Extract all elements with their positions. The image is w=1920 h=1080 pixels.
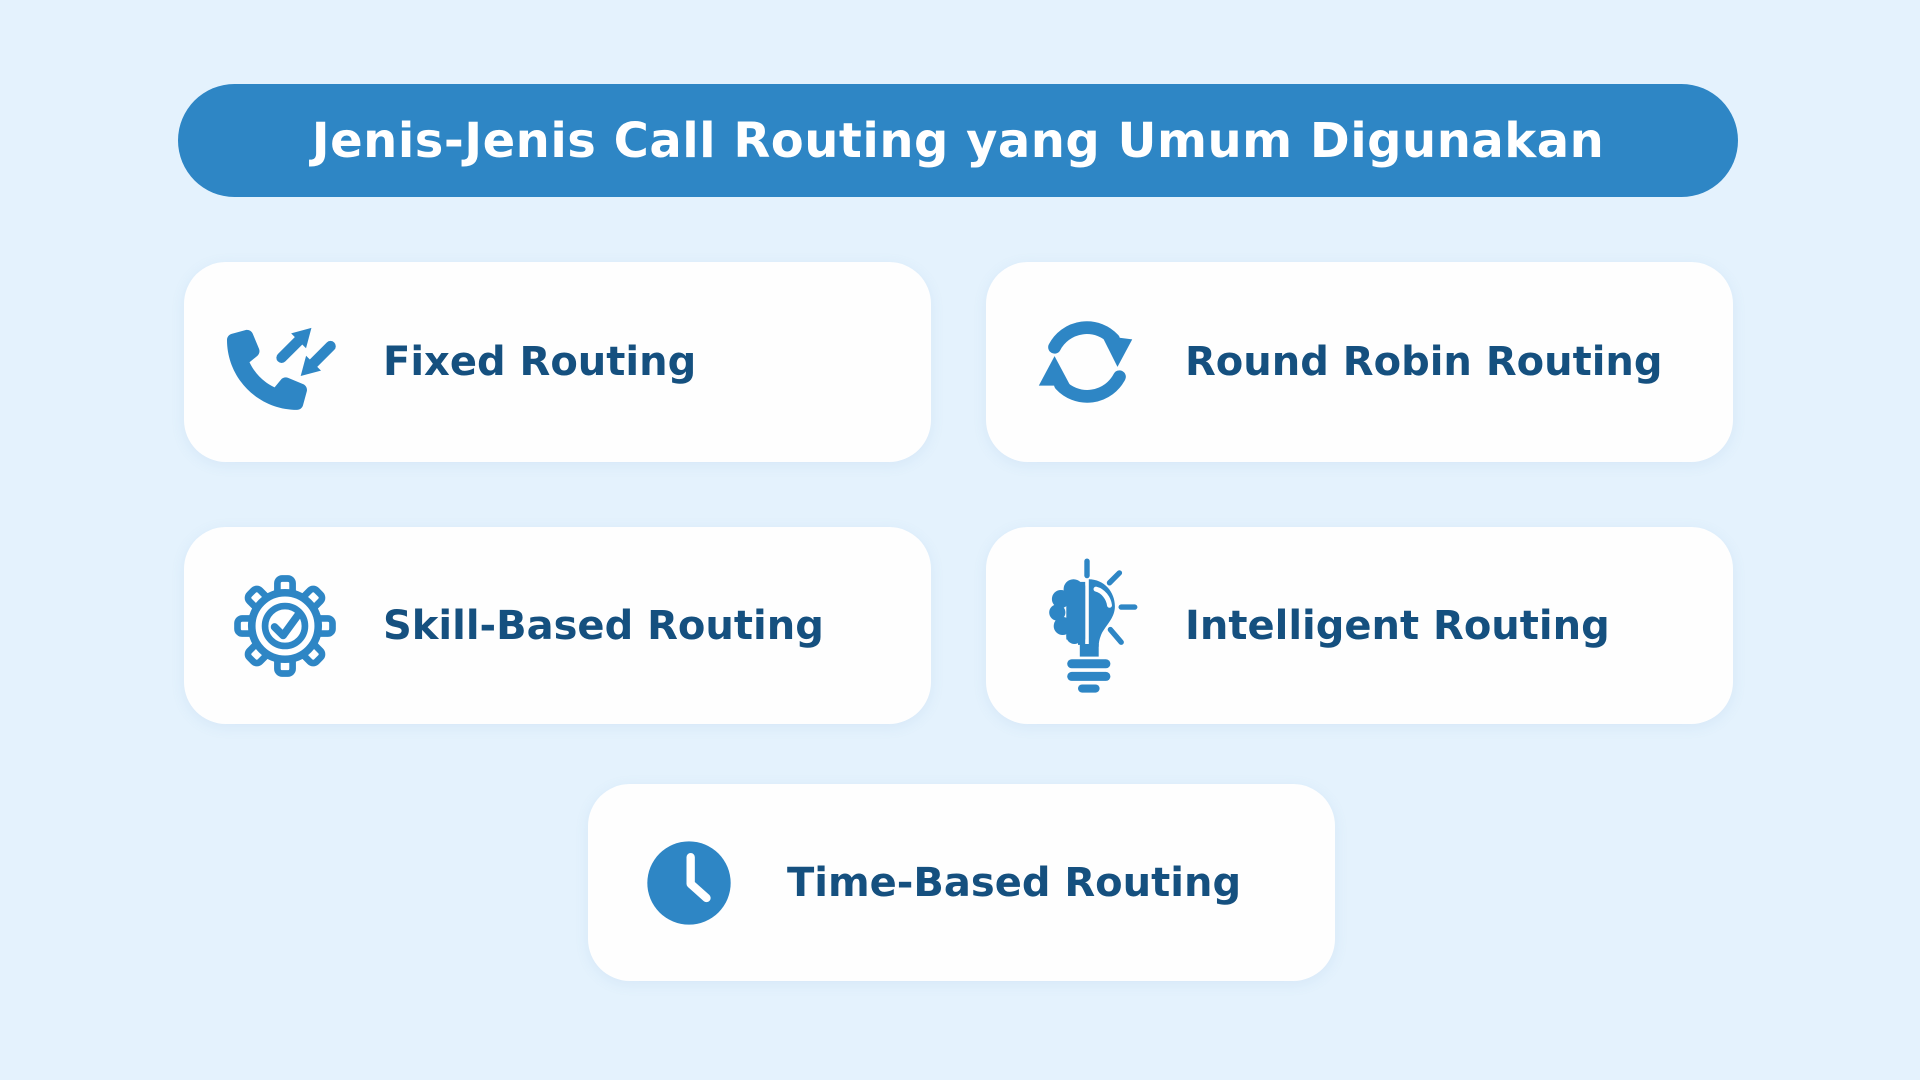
card-skill-based-routing: Skill-Based Routing: [184, 527, 931, 724]
card-label: Round Robin Routing: [1185, 339, 1663, 385]
card-label: Time-Based Routing: [787, 859, 1242, 906]
card-label: Fixed Routing: [383, 339, 697, 385]
header-banner: Jenis-Jenis Call Routing yang Umum Digun…: [178, 84, 1738, 197]
card-fixed-routing: Fixed Routing: [184, 262, 931, 462]
circular-arrows-icon: [1024, 280, 1149, 445]
phone-arrows-icon: [222, 280, 347, 445]
gear-check-icon: [222, 543, 347, 708]
card-intelligent-routing: Intelligent Routing: [986, 527, 1733, 724]
card-label: Intelligent Routing: [1185, 602, 1610, 649]
card-round-robin-routing: Round Robin Routing: [986, 262, 1733, 462]
card-label: Skill-Based Routing: [383, 602, 824, 649]
brain-bulb-icon: [1024, 543, 1149, 708]
card-time-based-routing: Time-Based Routing: [588, 784, 1335, 981]
clock-icon: [626, 800, 751, 965]
page-title: Jenis-Jenis Call Routing yang Umum Digun…: [311, 112, 1605, 169]
